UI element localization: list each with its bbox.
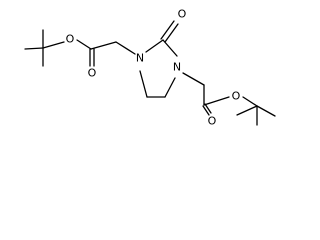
bond: [202, 105, 210, 116]
atom-label-o-ester-right: O: [232, 90, 241, 103]
atom-label-o-carbonyl-right: O: [208, 115, 217, 128]
bond: [164, 77, 176, 98]
bond: [203, 96, 230, 106]
bond: [242, 96, 258, 107]
structure-diagram: O O N O N O O: [24, 8, 276, 128]
bond: [204, 103, 212, 114]
bond: [145, 39, 164, 53]
atom-label-o-carbonyl-left: O: [88, 67, 97, 80]
bond: [236, 105, 258, 116]
bond: [76, 39, 92, 50]
bond: [256, 105, 276, 117]
atom-label-o-ester-left: O: [66, 33, 75, 46]
bond: [24, 47, 44, 50]
bond: [42, 41, 65, 49]
bond: [160, 20, 175, 40]
molecule-drawing: O O N O N O O: [24, 8, 276, 128]
bond: [162, 39, 178, 57]
bond: [182, 72, 205, 86]
atom-label-n-right: N: [173, 61, 181, 74]
atom-label-o-ring-carbonyl: O: [178, 8, 187, 21]
bond: [139, 70, 148, 98]
bond: [164, 23, 179, 43]
bond: [90, 41, 117, 50]
bond: [115, 41, 136, 55]
atom-label-n-left: N: [136, 52, 144, 65]
